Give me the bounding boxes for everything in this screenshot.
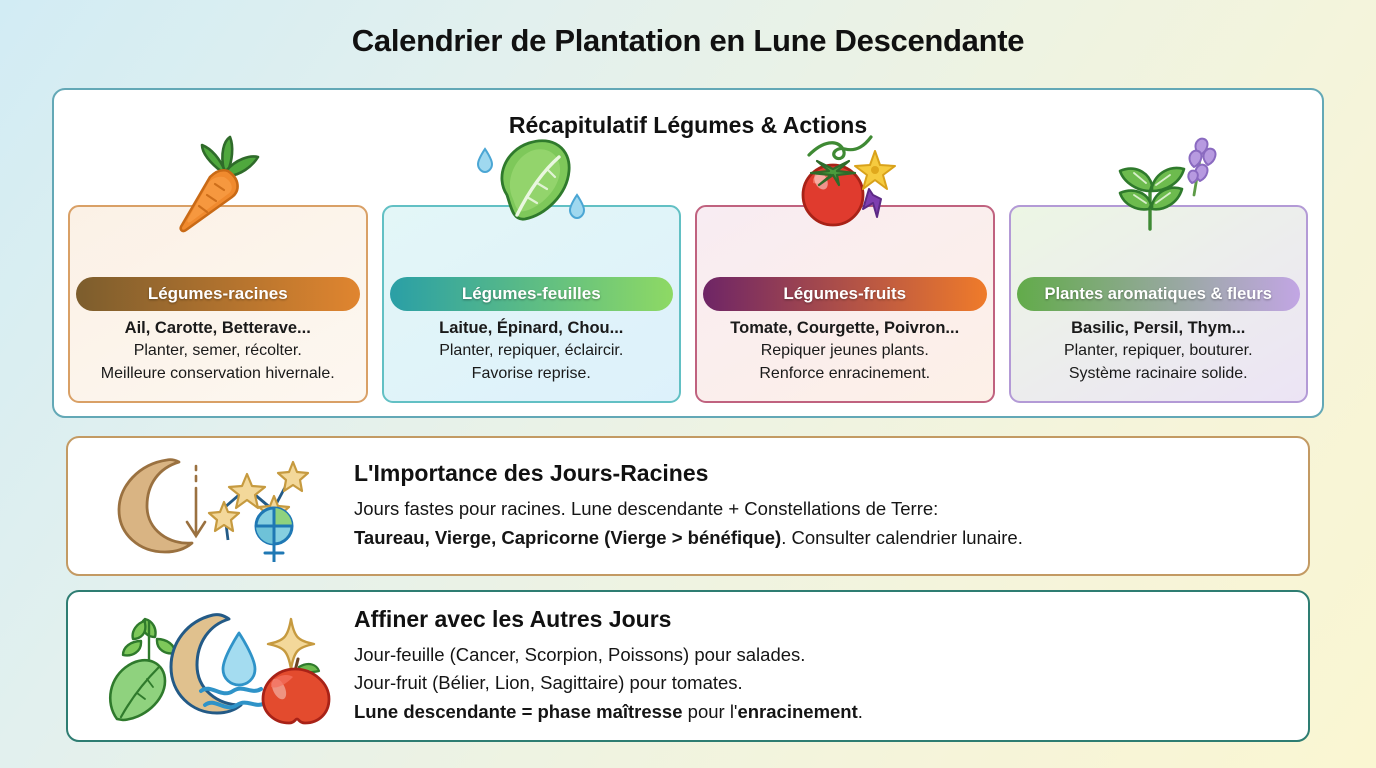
other-days-line-3-mid: pour l' [682,700,738,722]
card-body: Basilic, Persil, Thym... Planter, repiqu… [1011,317,1307,386]
herb-lavender-icon [1011,132,1307,237]
page-title: Calendrier de Plantation en Lune Descend… [351,23,1025,58]
lettuce-leaf-icon [384,132,680,237]
other-days-line-2: Jour-fruit (Bélier, Lion, Sagittaire) po… [354,672,743,694]
other-days-panel: Affiner avec les Autres Jours Jour-feuil… [66,590,1310,742]
card-header-legumes-fruits: Légumes-fruits [703,277,987,311]
card-legumes-fruits[interactable]: Légumes-fruits Tomate, Courgette, Poivro… [695,135,995,403]
other-days-row: Affiner avec les Autres Jours Jour-feuil… [68,592,1308,740]
card-benefit-line: Renforce enracinement. [759,365,931,383]
card-legumes-feuilles[interactable]: Légumes-feuilles Laitue, Épinard, Chou..… [381,139,681,403]
card-header-legumes-racines: Légumes-racines [76,277,360,311]
other-days-line-1: Jour-feuille (Cancer, Scorpion, Poissons… [354,644,806,666]
card-action-line: Planter, repiquer, bouturer. [1063,342,1253,360]
card-action-line: Planter, repiquer, éclaircir. [439,342,624,360]
card-species-line: Tomate, Courgette, Poivron... [730,319,960,337]
tomato-icon [697,132,993,237]
root-days-panel: L'Importance des Jours-Racines Jours fas… [66,436,1310,576]
root-days-line-1: Jours fastes pour racines. Lune descenda… [354,498,939,520]
card-legumes-racines[interactable]: Légumes-racines Ail, Carotte, Betterave.… [68,135,368,403]
other-days-title: Affiner avec les Autres Jours [354,606,672,633]
card-benefit-line: Meilleure conservation hivernale. [100,365,335,383]
card-action-line: Planter, semer, récolter. [133,342,302,360]
card-action-line: Repiquer jeunes plants. [760,342,929,360]
other-days-line-3-emphasis: Lune descendante = phase maîtresse [354,700,683,722]
other-days-text: Affiner avec les Autres Jours Jour-feuil… [354,606,1290,725]
card-species-line: Basilic, Persil, Thym... [1071,319,1246,337]
other-days-line-3-end: . [857,700,863,722]
card-header-label: Légumes-feuilles [461,284,601,303]
root-days-title: L'Importance des Jours-Racines [354,460,709,487]
card-body: Ail, Carotte, Betterave... Planter, seme… [70,317,366,386]
cards-row: Légumes-racines Ail, Carotte, Betterave.… [68,135,1308,403]
root-days-line-2: Taureau, Vierge, Capricorne (Vierge > bé… [354,524,1290,552]
root-days-line-2-emphasis: Taureau, Vierge, Capricorne (Vierge > bé… [354,526,782,548]
card-plantes-aromatiques[interactable]: Plantes aromatiques & fleurs Basilic, Pe… [1008,137,1308,403]
card-header-label: Légumes-racines [147,284,288,303]
card-species-line: Laitue, Épinard, Chou... [439,319,624,337]
vegetables-summary-panel: Récapitulatif Légumes & Actions [52,88,1324,418]
card-header-label: Légumes-fruits [783,284,907,303]
card-header-legumes-feuilles: Légumes-feuilles [389,277,673,311]
other-days-line-3-emphasis-2: enracinement [737,700,858,722]
card-species-line: Ail, Carotte, Betterave... [124,319,311,337]
card-header-label: Plantes aromatiques & fleurs [1044,284,1272,303]
panel-heading: Récapitulatif Légumes & Actions [508,112,868,138]
root-days-line-2-rest: . Consulter calendrier lunaire. [781,526,1023,548]
card-benefit-line: Favorise reprise. [471,365,591,383]
other-days-line-3: Lune descendante = phase maîtresse pour … [354,698,1290,726]
card-body: Tomate, Courgette, Poivron... Repiquer j… [697,317,993,386]
leaf-moon-water-apple-icon [86,607,354,725]
root-days-text: L'Importance des Jours-Racines Jours fas… [354,460,1290,551]
moon-constellation-earth-icon [86,450,354,562]
carrot-icon [70,132,366,237]
card-benefit-line: Système racinaire solide. [1068,365,1248,383]
card-body: Laitue, Épinard, Chou... Planter, repiqu… [384,317,680,386]
root-days-row: L'Importance des Jours-Racines Jours fas… [68,438,1308,574]
card-header-plantes-aromatiques: Plantes aromatiques & fleurs [1016,277,1300,311]
